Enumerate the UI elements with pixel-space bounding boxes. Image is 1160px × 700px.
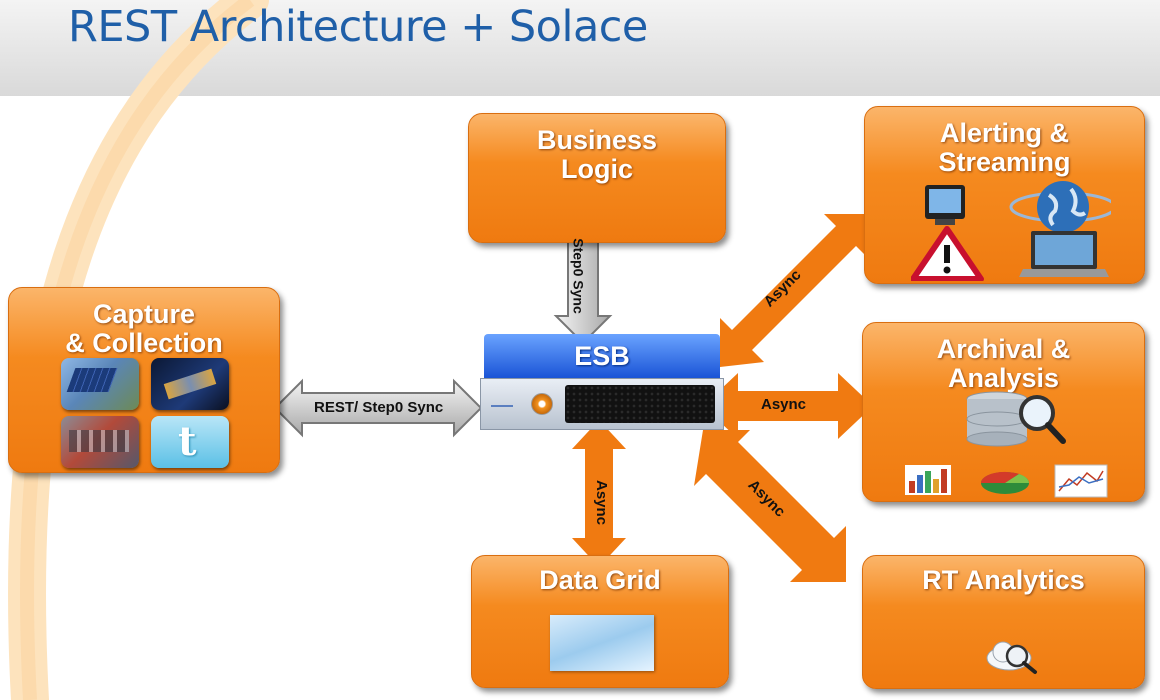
capture-label-2: & Collection xyxy=(65,328,223,358)
async-grid-arrow xyxy=(572,420,626,567)
rt-analytics-label: RT Analytics xyxy=(922,565,1085,595)
database-icon xyxy=(966,391,1028,447)
step0-sync-label: Step0 Sync xyxy=(570,238,587,314)
alerting-label-1: Alerting & xyxy=(939,118,1069,148)
cloud-search-icon xyxy=(986,641,1037,674)
warning-icon xyxy=(911,226,984,281)
alerting-box: Alerting & Streaming xyxy=(864,106,1145,284)
async-alert-arrow xyxy=(720,214,868,367)
capture-label-1: Capture xyxy=(92,299,195,329)
archival-label-1: Archival & xyxy=(936,334,1071,364)
async-grid-label: Async xyxy=(593,479,611,526)
alerting-label-2: Streaming xyxy=(938,147,1071,177)
twitter-icon: t xyxy=(151,416,229,468)
power-button xyxy=(531,393,553,415)
pie-chart-icon xyxy=(980,471,1030,494)
bar-chart-icon xyxy=(905,465,951,495)
archival-icons xyxy=(905,391,1108,498)
async-rt-arrow xyxy=(694,430,846,582)
factory-robots-image xyxy=(61,416,139,468)
rest-sync-label: REST/ Step0 Sync xyxy=(314,399,444,416)
laptop-icon xyxy=(1019,231,1109,277)
archival-box: Archival & Analysis xyxy=(862,322,1145,502)
capture-box: Capture & Collection t xyxy=(8,287,280,473)
esb-appliance xyxy=(480,378,724,430)
line-chart-icon xyxy=(1054,464,1108,498)
appliance-grill xyxy=(565,385,715,423)
archival-label-2: Analysis xyxy=(947,363,1060,393)
business-logic-label-2: Logic xyxy=(561,154,633,184)
rt-analytics-box: RT Analytics xyxy=(862,555,1145,689)
business-logic-box: Business Logic xyxy=(468,113,726,243)
async-archival-arrow xyxy=(703,373,873,439)
esb-label: ESB xyxy=(484,334,720,378)
solar-panel-image xyxy=(61,358,139,410)
monitor-icon xyxy=(925,185,965,225)
async-archival-label: Async xyxy=(761,396,807,413)
globe-icon xyxy=(1009,181,1111,233)
slide-title: REST Architecture + Solace xyxy=(68,2,648,52)
data-grid-image xyxy=(550,615,654,671)
business-logic-label-1: Business xyxy=(536,125,658,155)
alerting-icons xyxy=(911,181,1111,281)
satellite-image xyxy=(151,358,229,410)
magnifier-icon xyxy=(1019,395,1066,444)
data-grid-label: Data Grid xyxy=(539,565,661,595)
